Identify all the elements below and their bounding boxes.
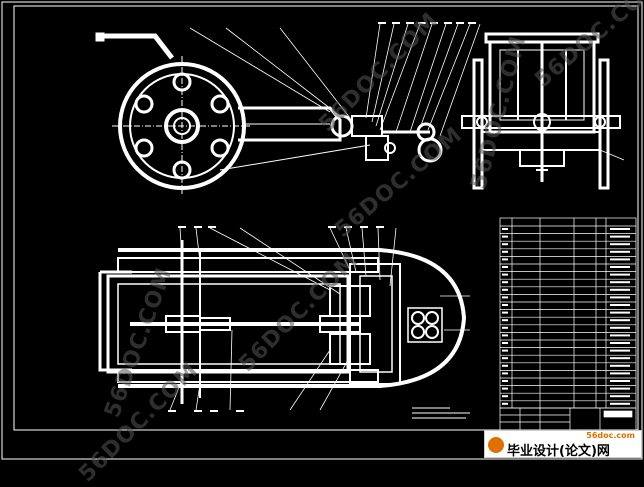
- table-cell-mark: [502, 304, 508, 306]
- plan-view: [98, 227, 470, 411]
- table-cell-mark: [502, 288, 508, 291]
- table-cell-mark: [502, 311, 508, 314]
- table-cell-mark: [502, 250, 508, 253]
- table-cell-mark: [502, 334, 508, 337]
- side-view: [95, 23, 481, 196]
- technical-notes: [412, 407, 470, 419]
- table-cell-mark: [610, 311, 630, 314]
- table-cell-mark: [610, 250, 630, 253]
- table-cell-mark: [610, 342, 630, 344]
- table-cell-mark: [502, 380, 508, 382]
- table-cell-mark: [610, 296, 630, 299]
- table-cell-mark: [502, 243, 508, 246]
- front-view: [461, 32, 625, 190]
- table-cell-mark: [502, 266, 508, 268]
- table-cell-mark: [610, 243, 630, 246]
- table-cell-mark: [502, 326, 508, 329]
- drawing-frame: [13, 5, 639, 431]
- table-cell-mark: [502, 281, 508, 284]
- table-cell-mark: [502, 228, 508, 230]
- site-logo: 56doc.com 毕业设计(论文)网: [484, 430, 642, 459]
- table-cell-mark: [610, 380, 630, 382]
- logo-mark-icon: [488, 437, 504, 453]
- table-cell-mark: [502, 258, 508, 261]
- table-cell-mark: [610, 387, 630, 390]
- logo-site-text: 56doc.com: [586, 431, 635, 440]
- table-cell-mark: [610, 235, 630, 238]
- table-cell-mark: [502, 319, 508, 322]
- table-cell-mark: [610, 395, 630, 398]
- table-cell-mark: [610, 273, 630, 276]
- table-cell-mark: [610, 266, 630, 268]
- table-cell-mark: [610, 372, 630, 375]
- table-cell-mark: [610, 402, 630, 405]
- table-cell-mark: [502, 349, 508, 352]
- table-cell-mark: [502, 364, 508, 367]
- table-cell-mark: [610, 319, 630, 322]
- table-cell-mark: [610, 304, 630, 306]
- table-cell-mark: [610, 326, 630, 329]
- table-cell-mark: [610, 357, 630, 360]
- table-cell-mark: [610, 334, 630, 337]
- table-cell-mark: [502, 372, 508, 375]
- balloon-marks: [168, 22, 476, 412]
- title-block: [499, 407, 637, 431]
- table-cell-mark: [610, 228, 630, 230]
- table-cell-mark: [610, 364, 630, 367]
- table-cell-mark: [610, 258, 630, 261]
- table-cell-mark: [610, 281, 630, 284]
- table-cell-mark: [502, 402, 508, 405]
- parts-list-table: [499, 217, 637, 409]
- table-cell-mark: [502, 273, 508, 276]
- mechanical-drawing: [1, 1, 643, 460]
- table-cell-mark: [502, 395, 508, 398]
- sheet-border: [1, 1, 643, 460]
- table-cell-mark: [502, 357, 508, 360]
- table-cell-mark: [502, 342, 508, 344]
- table-cell-mark: [502, 387, 508, 390]
- table-cell-mark: [502, 296, 508, 299]
- logo-name-text: 毕业设计(论文)网: [507, 444, 610, 459]
- table-cell-mark: [610, 349, 630, 352]
- table-cell-mark: [502, 235, 508, 238]
- table-cell-mark: [610, 288, 630, 291]
